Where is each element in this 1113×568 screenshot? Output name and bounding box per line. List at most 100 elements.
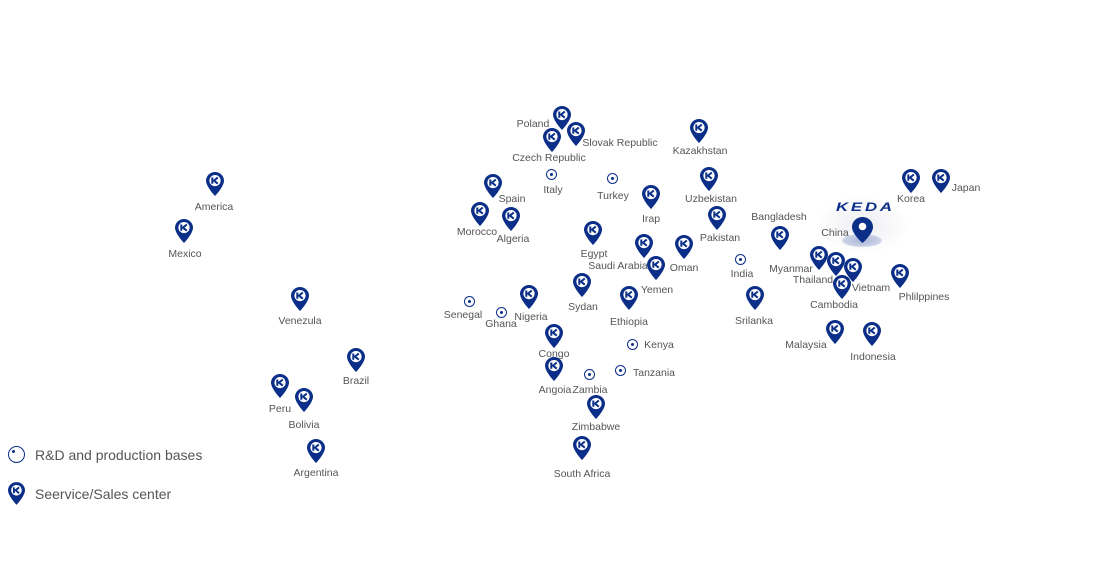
location-label-tanzania: Tanzania — [632, 367, 676, 379]
location-label-angoia: Angoia — [538, 384, 572, 396]
location-label-bangladesh: Bangladesh — [751, 211, 807, 223]
sales-pin-icon-algeria[interactable] — [502, 207, 520, 231]
sales-pin-icon-egypt[interactable] — [584, 221, 602, 245]
location-label-irap: Irap — [641, 213, 661, 225]
location-label-spain: Spain — [498, 193, 526, 205]
location-label-slovak-republic: Slovak Republic — [582, 137, 658, 149]
location-label-kazakhstan: Kazakhstan — [672, 145, 728, 157]
sales-pin-icon-peru[interactable] — [271, 374, 289, 398]
sales-pin-icon-spain[interactable] — [484, 174, 502, 198]
location-label-algeria: Algeria — [496, 233, 530, 245]
location-label-pakistan: Pakistan — [699, 232, 741, 244]
sales-pin-icon-malaysia[interactable] — [826, 320, 844, 344]
sales-pin-icon-bangladesh[interactable] — [771, 226, 789, 250]
sales-pin-icon-vietnam[interactable] — [844, 258, 862, 282]
legend-item-base: R&D and production bases — [8, 446, 202, 463]
location-label-zimbabwe: Zimbabwe — [571, 421, 621, 433]
location-label-kenya: Kenya — [644, 339, 674, 351]
location-label-america: America — [194, 201, 234, 213]
sales-pin-icon-pakistan[interactable] — [708, 206, 726, 230]
hq-label: China — [821, 227, 849, 239]
base-dot-icon-italy[interactable] — [546, 169, 557, 180]
location-label-czech-republic: Czech Republic — [512, 152, 586, 164]
location-label-sydan: Sydan — [568, 301, 598, 313]
sales-pin-icon-nigeria[interactable] — [520, 285, 538, 309]
location-label-thailand: Thailand — [792, 274, 834, 286]
sales-pin-icon-irap[interactable] — [642, 185, 660, 209]
sales-pin-icon-angoia[interactable] — [545, 357, 563, 381]
sales-pin-icon-slovak-republic[interactable] — [567, 122, 585, 146]
legend-base-label: R&D and production bases — [35, 446, 203, 463]
base-dot-icon-senegal[interactable] — [464, 296, 475, 307]
sales-pin-icon-congo[interactable] — [545, 324, 563, 348]
location-label-malaysia: Malaysia — [785, 339, 827, 351]
sales-pin-icon — [8, 482, 25, 505]
location-label-congo: Congo — [538, 348, 570, 360]
sales-pin-icon-brazil[interactable] — [347, 348, 365, 372]
sales-pin-icon-america[interactable] — [206, 172, 224, 196]
sales-pin-icon-japan[interactable] — [932, 169, 950, 193]
sales-pin-icon-czech-republic[interactable] — [543, 128, 561, 152]
location-label-nigeria: Nigeria — [514, 311, 548, 323]
sales-pin-icon-kazakhstan[interactable] — [690, 119, 708, 143]
sales-pin-icon-poland[interactable] — [553, 106, 571, 130]
sales-pin-icon-venezula[interactable] — [291, 287, 309, 311]
sales-pin-icon-uzbekistan[interactable] — [700, 167, 718, 191]
location-label-myanmar: Myanmar — [769, 263, 813, 275]
location-label-egypt: Egypt — [580, 248, 608, 260]
sales-pin-icon-bolivia[interactable] — [295, 388, 313, 412]
location-label-italy: Italy — [543, 184, 563, 196]
sales-pin-icon-indonesia[interactable] — [863, 322, 881, 346]
sales-pin-icon-sydan[interactable] — [573, 273, 591, 297]
location-label-ethiopia: Ethiopia — [610, 316, 648, 328]
location-label-cambodia: Cambodia — [810, 299, 858, 311]
location-label-poland: Poland — [516, 118, 550, 130]
location-label-turkey: Turkey — [597, 190, 629, 202]
location-label-peru: Peru — [268, 403, 292, 415]
location-label-yemen: Yemen — [640, 284, 674, 296]
sales-pin-icon-srilanka[interactable] — [746, 286, 764, 310]
location-label-vietnam: Vietnam — [851, 282, 891, 294]
sales-pin-icon-korea[interactable] — [902, 169, 920, 193]
location-label-korea: Korea — [896, 193, 926, 205]
sales-pin-icon-zimbabwe[interactable] — [587, 395, 605, 419]
sales-pin-icon-south-africa[interactable] — [573, 436, 591, 460]
location-label-morocco: Morocco — [456, 226, 498, 238]
location-label-japan: Japan — [951, 182, 981, 194]
location-label-south-africa: South Africa — [553, 468, 611, 480]
base-dot-icon — [8, 446, 25, 463]
base-dot-icon-india[interactable] — [735, 254, 746, 265]
sales-pin-icon-cambodia[interactable] — [833, 275, 851, 299]
sales-pin-icon-myanmar[interactable] — [810, 246, 828, 270]
sales-pin-icon-phlilppines[interactable] — [891, 264, 909, 288]
sales-pin-icon-saudi-arabia[interactable] — [635, 234, 653, 258]
location-label-oman: Oman — [669, 262, 699, 274]
sales-pin-icon-yemen[interactable] — [647, 256, 665, 280]
base-dot-icon-tanzania[interactable] — [615, 365, 626, 376]
sales-pin-icon-morocco[interactable] — [471, 202, 489, 226]
base-dot-icon-zambia[interactable] — [584, 369, 595, 380]
legend-item-sales: Seervice/Sales center — [8, 482, 171, 505]
location-label-brazil: Brazil — [342, 375, 370, 387]
sales-pin-icon-argentina[interactable] — [307, 439, 325, 463]
location-label-india: India — [730, 268, 754, 280]
location-label-venezula: Venezula — [278, 315, 322, 327]
sales-pin-icon-oman[interactable] — [675, 235, 693, 259]
location-label-mexico: Mexico — [168, 248, 202, 260]
location-label-bolivia: Bolivia — [288, 419, 320, 431]
location-label-srilanka: Srilanka — [735, 315, 773, 327]
location-label-senegal: Senegal — [443, 309, 483, 321]
location-label-zambia: Zambia — [572, 384, 608, 396]
sales-pin-icon-thailand[interactable] — [827, 252, 845, 276]
location-label-argentina: Argentina — [293, 467, 339, 479]
hq-location-pin-icon[interactable] — [852, 217, 873, 243]
location-label-uzbekistan: Uzbekistan — [685, 193, 737, 205]
sales-pin-icon-ethiopia[interactable] — [620, 286, 638, 310]
location-label-saudi-arabia: Saudi Arabia — [588, 260, 648, 272]
base-dot-icon-turkey[interactable] — [607, 173, 618, 184]
base-dot-icon-ghana[interactable] — [496, 307, 507, 318]
sales-pin-icon-mexico[interactable] — [175, 219, 193, 243]
base-dot-icon-kenya[interactable] — [627, 339, 638, 350]
location-label-ghana: Ghana — [485, 318, 517, 330]
